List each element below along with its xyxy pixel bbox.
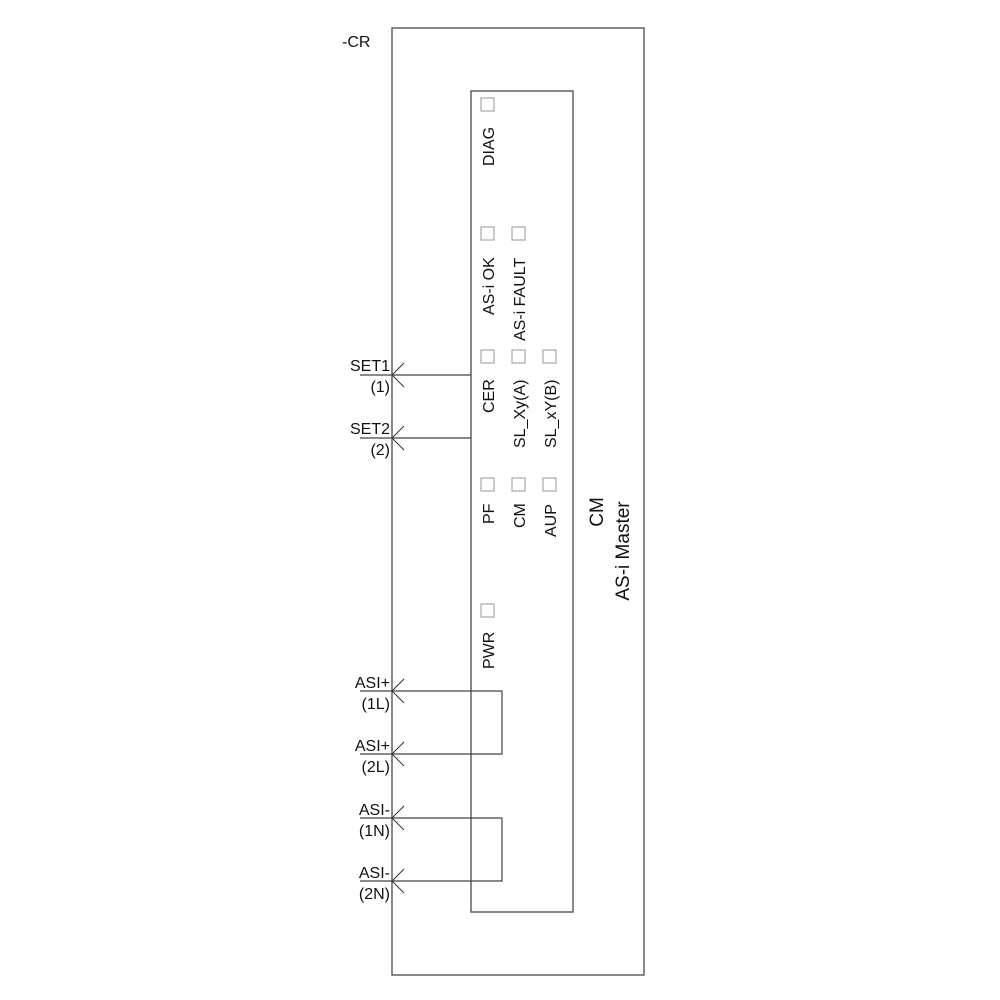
asi-plus-bridge-wire	[360, 690, 503, 755]
terminal-set2: SET2 (2)	[350, 421, 471, 459]
terminal-asi-minus-2n-number: (2N)	[359, 886, 390, 903]
led-pwr-indicator	[480, 603, 495, 618]
led-cer-label: CER	[481, 379, 498, 413]
terminal-asi-plus-pair: ASI+ (1L) ASI+ (2L)	[355, 675, 503, 776]
connector-arrow-icon	[391, 805, 405, 831]
terminal-asi-minus-2n-signal: ASI-	[359, 865, 390, 882]
led-asi-fault-label: AS-i FAULT	[512, 258, 529, 342]
led-sl-xy-a-indicator	[511, 349, 526, 364]
terminal-set1-signal: SET1	[350, 358, 390, 375]
connector-arrow-icon	[391, 425, 405, 451]
led-pwr: PWR	[480, 603, 498, 669]
terminal-asi-plus-2l-number: (2L)	[362, 759, 390, 776]
led-cer-indicator	[480, 349, 495, 364]
module-panel	[470, 90, 574, 913]
led-diag: DIAG	[480, 97, 498, 166]
led-cer: CER	[480, 349, 498, 413]
connector-arrow-icon	[391, 362, 405, 388]
terminal-set1: SET1 (1)	[350, 358, 471, 396]
led-diag-label: DIAG	[481, 127, 498, 166]
led-asi-fault-indicator	[511, 226, 526, 241]
terminal-asi-minus-1n-signal: ASI-	[359, 802, 390, 819]
led-pf-indicator	[480, 477, 495, 492]
module-name-label: AS-i Master	[613, 501, 634, 601]
led-asi-fault: AS-i FAULT	[511, 226, 529, 342]
led-asi-ok: AS-i OK	[480, 226, 498, 315]
led-aup-indicator	[542, 477, 557, 492]
led-pf-label: PF	[481, 503, 498, 524]
led-cm: CM	[511, 477, 529, 528]
terminal-set2-signal: SET2	[350, 421, 390, 438]
connector-arrow-icon	[391, 741, 405, 767]
connector-arrow-icon	[391, 678, 405, 704]
device-outer-frame	[391, 27, 645, 976]
led-sl-xy-b-label: SL_xY(B)	[543, 380, 560, 448]
led-cm-indicator	[511, 477, 526, 492]
terminal-asi-minus-pair: ASI- (1N) ASI- (2N)	[359, 802, 503, 903]
terminal-set1-number: (1)	[370, 379, 390, 396]
led-pf: PF	[480, 477, 498, 524]
terminal-asi-plus-1l-number: (1L)	[362, 696, 390, 713]
connector-arrow-icon	[391, 868, 405, 894]
terminal-set2-number: (2)	[370, 442, 390, 459]
asi-minus-bridge-wire	[360, 817, 503, 882]
led-sl-xy-b-indicator	[542, 349, 557, 364]
led-aup: AUP	[542, 477, 560, 537]
module-type-label: CM	[587, 497, 608, 527]
led-aup-label: AUP	[543, 504, 560, 537]
terminal-asi-plus-1l-signal: ASI+	[355, 675, 390, 692]
terminal-asi-plus-2l-signal: ASI+	[355, 738, 390, 755]
led-diag-indicator	[480, 97, 495, 112]
device-designation: -CR	[342, 34, 370, 51]
led-sl-xy-a-label: SL_Xy(A)	[512, 380, 529, 448]
led-asi-ok-label: AS-i OK	[481, 257, 498, 315]
led-sl-xy-b: SL_xY(B)	[542, 349, 560, 448]
led-cm-label: CM	[512, 503, 529, 528]
led-asi-ok-indicator	[480, 226, 495, 241]
led-sl-xy-a: SL_Xy(A)	[511, 349, 529, 448]
led-pwr-label: PWR	[481, 632, 498, 669]
terminal-asi-minus-1n-number: (1N)	[359, 823, 390, 840]
